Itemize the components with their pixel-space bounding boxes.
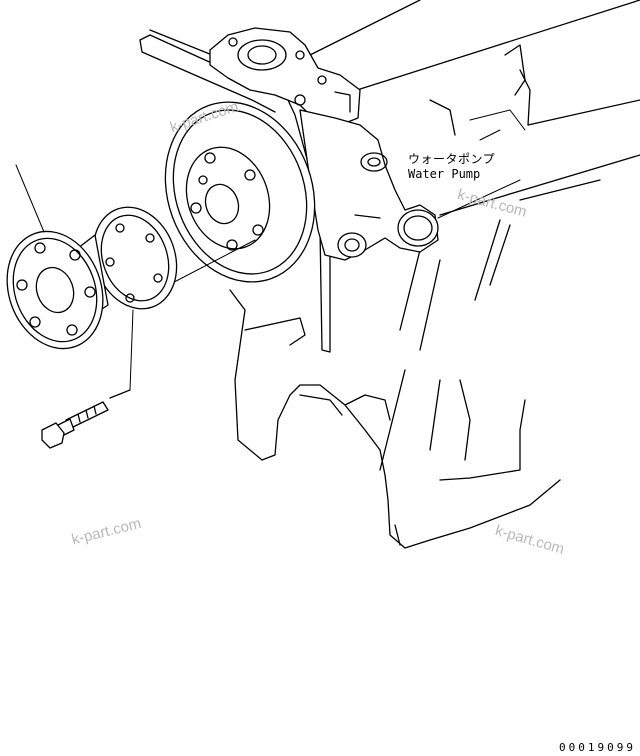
pump-pulley <box>164 101 316 283</box>
flange-bolt <box>41 309 134 449</box>
fan-flange <box>6 164 104 350</box>
part-label-english: Water Pump <box>408 167 481 181</box>
water-pump-body <box>299 109 439 261</box>
reference-code: 00019099 <box>559 741 636 754</box>
part-label-japanese: ウォータポンプ <box>408 152 496 166</box>
outlet-housing <box>209 27 361 126</box>
callout-leader-line <box>437 179 521 219</box>
engine-block <box>229 0 640 549</box>
